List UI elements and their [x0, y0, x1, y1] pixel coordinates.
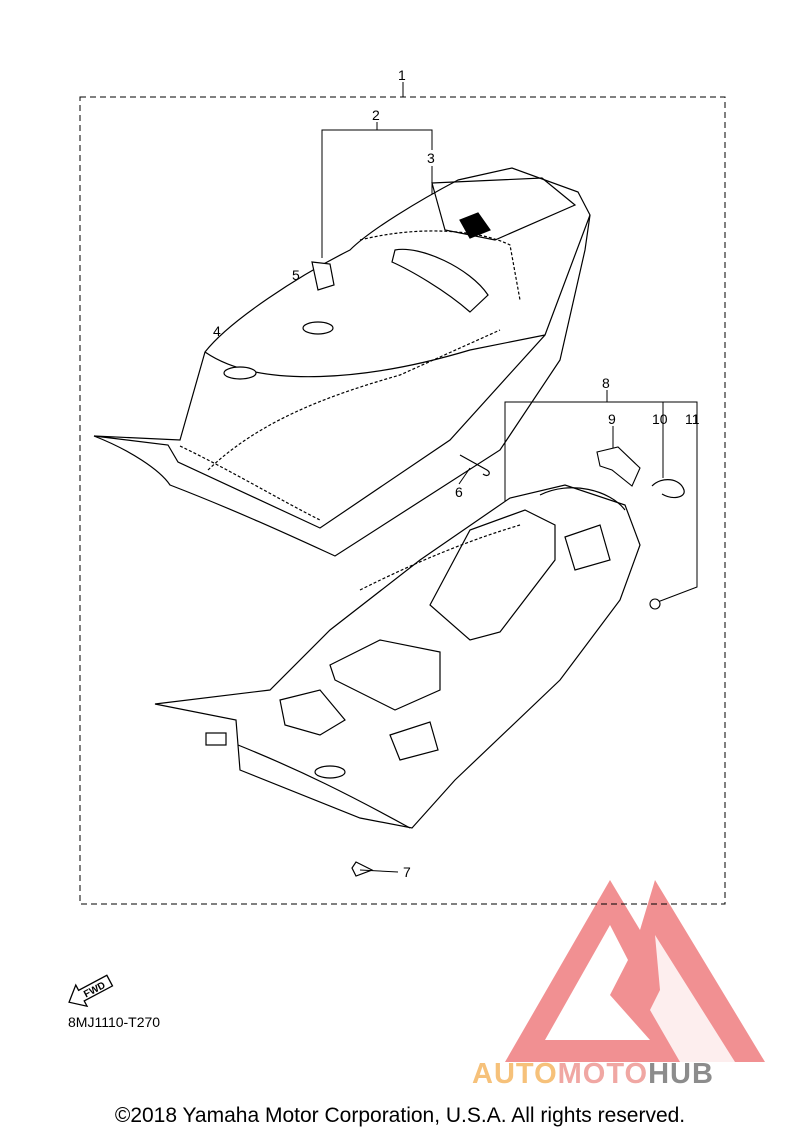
- fwd-label: FWD: [82, 980, 107, 1000]
- callout-10: 10: [652, 411, 668, 427]
- brand-part-hub: HUB: [648, 1058, 714, 1090]
- automotohub-logo-icon: [505, 880, 765, 1062]
- callout-7: 7: [403, 864, 411, 880]
- bracket-part: [596, 446, 641, 487]
- brand-part-moto: MOTO: [557, 1058, 649, 1090]
- seat-cover: [93, 167, 591, 557]
- callout-1: 1: [398, 67, 406, 83]
- seat-base: [154, 484, 641, 829]
- rivet-part: [649, 598, 661, 610]
- copyright-notice: ©2018 Yamaha Motor Corporation, U.S.A. A…: [114, 1104, 686, 1127]
- spring-clip-part: [351, 861, 374, 877]
- watermark-brand: AUTOMOTOHUB: [472, 1058, 714, 1091]
- pin-part: [459, 454, 490, 477]
- clip-part: [651, 479, 685, 499]
- callout-2: 2: [372, 107, 380, 123]
- callout-3: 3: [427, 150, 435, 166]
- callout-4: 4: [213, 323, 221, 339]
- callout-5: 5: [292, 267, 300, 283]
- callout-11: 11: [685, 411, 700, 427]
- callout-9: 9: [608, 411, 616, 427]
- brand-part-auto: AUTO: [472, 1058, 558, 1090]
- figure-code: 8MJ1110-T270: [68, 1014, 161, 1030]
- callout-8: 8: [602, 375, 610, 391]
- fwd-arrow-icon: FWD: [68, 974, 114, 1008]
- callout-6: 6: [455, 484, 463, 500]
